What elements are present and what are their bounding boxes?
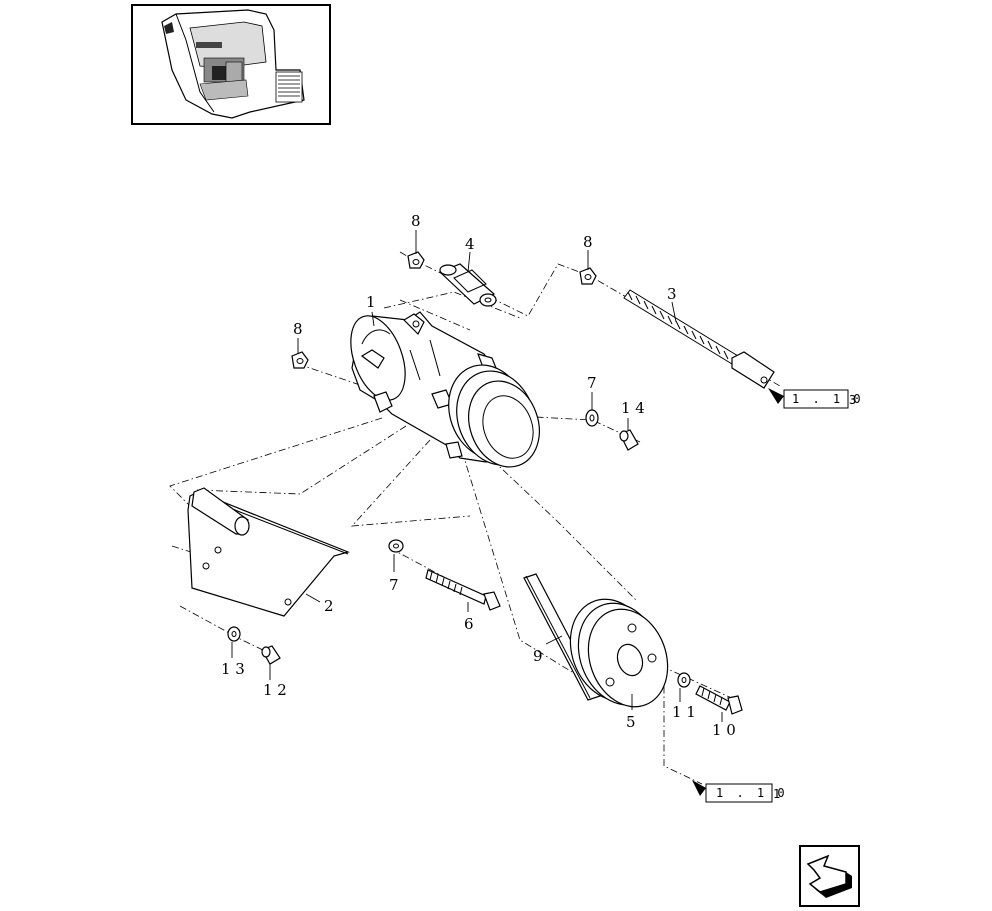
callout-8-right: 8 [583, 233, 593, 251]
callouts: 8 4 8 3 1 8 7 1 4 2 7 6 9 5 1 1 1 0 1 3 … [221, 212, 736, 739]
reference-upper[interactable]: 1 . 1 0 3 [768, 388, 864, 409]
callout-9: 9 [533, 647, 543, 665]
pulley-part-5[interactable] [557, 587, 681, 718]
callout-11: 1 1 [672, 703, 696, 721]
reference-upper-suffix: 3 [849, 393, 859, 407]
callout-5: 5 [626, 713, 636, 731]
callout-13: 1 3 [221, 660, 245, 678]
reference-upper-label: 1 . 1 0 [792, 392, 864, 406]
callout-7-lower: 7 [389, 576, 399, 594]
reference-lower-label: 1 . 1 0 [716, 786, 788, 800]
bolt-part-10[interactable] [695, 685, 743, 715]
nut-part-8-left[interactable] [291, 351, 309, 369]
callout-14: 1 4 [621, 399, 645, 417]
callout-10: 1 0 [712, 721, 736, 739]
bracket-part-2[interactable] [187, 487, 350, 617]
leader-lines [231, 230, 723, 722]
washer-part-7-upper[interactable] [585, 409, 599, 427]
callout-8-left: 8 [293, 320, 303, 338]
washer-part-7-lower[interactable] [388, 539, 404, 553]
callout-6: 6 [464, 615, 474, 633]
washer-part-13[interactable] [227, 626, 241, 642]
nut-part-8-upper[interactable] [407, 251, 425, 269]
callout-4: 4 [465, 235, 475, 253]
compressor-part-1[interactable] [340, 308, 551, 477]
reference-lower-suffix: 1 [773, 787, 783, 801]
bolt-part-6[interactable] [425, 569, 501, 611]
bolt-part-14[interactable] [619, 429, 639, 451]
spacer-part-4[interactable] [438, 263, 497, 307]
callout-12: 1 2 [263, 681, 287, 699]
callout-1: 1 [366, 293, 376, 311]
washer-part-11[interactable] [677, 672, 691, 688]
return-arrow-icon[interactable] [799, 845, 860, 907]
callout-8-upper: 8 [411, 212, 421, 230]
bolt-part-12[interactable] [261, 645, 281, 665]
callout-2: 2 [324, 597, 334, 615]
tractor-cab-thumbnail-icon[interactable] [131, 4, 331, 125]
callout-7-upper: 7 [587, 374, 597, 392]
reference-lower[interactable]: 1 . 1 0 1 [692, 780, 788, 803]
callout-3: 3 [667, 285, 677, 303]
adjusting-rod-part-3[interactable] [623, 289, 775, 389]
nut-part-8-right[interactable] [579, 267, 597, 285]
